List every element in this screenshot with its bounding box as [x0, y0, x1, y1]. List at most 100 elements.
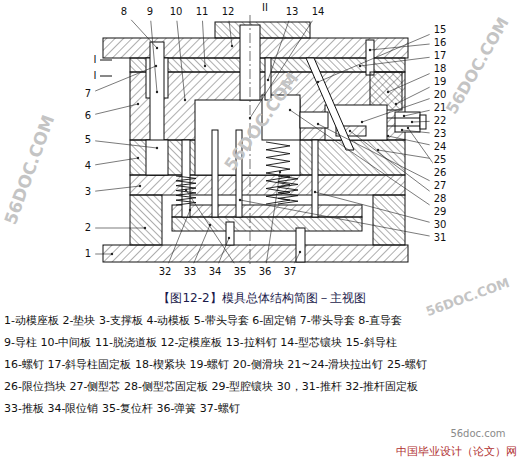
leader-line	[404, 110, 430, 116]
leader-line	[131, 20, 158, 49]
leader-line	[202, 21, 206, 67]
wedge-block	[370, 72, 402, 110]
leader-dot	[395, 103, 397, 105]
leader-line	[95, 141, 157, 148]
support-plate	[130, 175, 405, 195]
watermark: 56doc.com	[450, 428, 505, 440]
leader-line	[194, 225, 210, 263]
leader-line	[359, 57, 430, 67]
leader-line	[177, 21, 185, 100]
leader-dot	[407, 127, 409, 129]
leader-line	[369, 44, 430, 51]
leader-line	[95, 186, 140, 191]
callout-number: 4	[84, 160, 92, 172]
spring-coil	[266, 142, 290, 204]
leader-line	[151, 21, 157, 92]
leader-line	[411, 121, 430, 123]
leader-dot	[111, 253, 113, 255]
leader-line	[318, 124, 430, 181]
leader-line	[266, 172, 280, 263]
callout-number: 27	[433, 180, 448, 192]
leader-line	[378, 150, 430, 158]
ejector-plate	[172, 217, 362, 231]
leader-line	[185, 189, 234, 263]
leader-line	[408, 128, 434, 164]
leader-dot	[139, 185, 141, 187]
leader-dot	[387, 91, 389, 93]
callout-number: 8	[120, 6, 128, 18]
leader-line	[294, 252, 300, 263]
leader-line	[169, 209, 192, 263]
leader-line	[202, 21, 205, 66]
guide-bushing	[146, 140, 168, 175]
callout-number: 33	[183, 266, 198, 278]
parts-list: 9-导柱 10-中间板 11-脱浇道板 12-定模座板 13-拉料钉 14-型芯…	[4, 337, 397, 350]
leader-dot	[279, 171, 281, 173]
leader-dot	[156, 147, 158, 149]
leader-dot	[314, 191, 316, 193]
leader-dot	[361, 121, 363, 123]
leader-line	[219, 237, 231, 263]
leader-line	[290, 110, 430, 205]
callout-number: 25	[433, 154, 448, 166]
callout-number: 34	[208, 266, 223, 278]
return-pin	[182, 140, 190, 217]
watermark: 56DOC.COM	[1, 113, 59, 228]
leader-line	[95, 227, 146, 229]
parts-list: 33-推板 34-限位销 35-复位杆 36-弹簧 37-螺钉	[4, 403, 240, 416]
callout-number: 32	[158, 266, 173, 278]
leader-line	[95, 253, 113, 255]
callout-number: 14	[311, 6, 326, 18]
leader-line	[194, 224, 211, 263]
callout-number: 30	[433, 219, 448, 231]
leader-dot	[411, 121, 413, 123]
stop-pin	[226, 222, 234, 245]
callout-number: 36	[258, 266, 273, 278]
leader-line	[186, 190, 234, 263]
watermark: 中国毕业设计（论文）网	[396, 446, 517, 459]
spacer-block	[373, 195, 405, 245]
leader-dot	[155, 65, 157, 67]
callout-number: 7	[84, 88, 92, 100]
section-mark: I	[94, 70, 97, 82]
leader-line	[95, 158, 138, 165]
parts-list: 26-限位挡块 27-侧型芯 28-侧型芯固定板 29-型腔镶块 30，31-推…	[4, 381, 418, 394]
callout-number: 13	[285, 6, 300, 18]
leader-dot	[185, 189, 187, 191]
section-mark: I	[94, 54, 97, 66]
leader-line	[362, 99, 430, 122]
leader-dot	[317, 123, 319, 125]
leader-line	[289, 109, 430, 205]
leader-line	[402, 130, 430, 133]
leader-dot	[377, 149, 379, 151]
ejector-pin	[312, 140, 318, 217]
callout-number: 1	[84, 248, 92, 260]
leader-line	[412, 121, 430, 123]
spring-coil	[278, 176, 298, 204]
callout-number: 26	[433, 167, 448, 179]
callout-number: 9	[146, 6, 154, 18]
leader-dot	[189, 209, 191, 211]
leader-dot	[184, 99, 186, 101]
figure-caption: 【图12-2】模具总体结构简图－主视图	[156, 290, 367, 307]
leader-dot	[403, 115, 405, 117]
leader-dot	[317, 81, 319, 83]
leader-line	[95, 228, 145, 229]
callout-number: 20	[433, 89, 448, 101]
leader-line	[360, 57, 430, 66]
leader-line	[95, 185, 141, 191]
leader-dot	[387, 135, 389, 137]
leader-dot	[299, 251, 301, 253]
watermark: 56DOC.COM	[443, 15, 513, 118]
leader-line	[95, 157, 139, 165]
leader-line	[229, 21, 232, 46]
callout-number: 35	[233, 266, 248, 278]
callout-number: 23	[433, 128, 448, 140]
leader-dot	[349, 130, 351, 132]
callout-number: 6	[84, 110, 92, 122]
leader-line	[95, 66, 156, 91]
leader-line	[266, 171, 281, 263]
leader-line	[403, 110, 430, 117]
callout-number: 28	[433, 193, 448, 205]
bottom-clamp-plate	[103, 245, 408, 262]
